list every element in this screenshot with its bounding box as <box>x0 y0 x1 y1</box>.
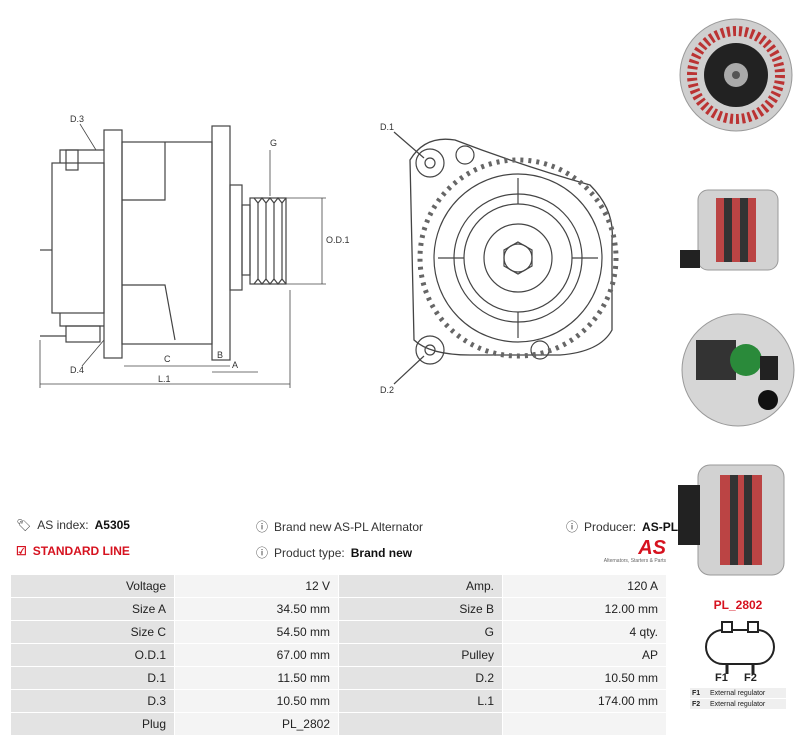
spec-value: 10.50 mm <box>174 689 339 713</box>
producer-value: AS-PL <box>642 519 679 534</box>
technical-drawing: D.3 D.4 G O.D.1 C B A L.1 D.1 D.2 <box>39 114 619 395</box>
legend-desc: External regulator <box>710 700 766 708</box>
check-icon: ☑ <box>16 544 27 558</box>
spec-label: Size A <box>10 597 175 621</box>
producer-info: ⓘ Producer: AS-PL <box>566 518 678 535</box>
plug-f1: F1 <box>715 672 728 684</box>
legend-key: F2 <box>692 700 701 708</box>
spec-value: 12 V <box>174 574 339 598</box>
spec-value: 10.50 mm <box>502 666 667 690</box>
brand-new-info: ⓘ Brand new AS-PL Alternator <box>256 518 423 535</box>
legend-desc: External regulator <box>710 689 766 697</box>
plug-f2: F2 <box>744 672 757 684</box>
spec-label: D.2 <box>338 666 503 690</box>
info-icon: ⓘ <box>566 520 579 534</box>
plug-legend-row: F1 External regulator <box>690 688 786 698</box>
as-index-label: AS index: <box>37 518 89 532</box>
spec-label: D.3 <box>10 689 175 713</box>
photo-rear-view <box>681 313 795 427</box>
spec-value: PL_2802 <box>174 712 339 736</box>
spec-label: Plug <box>10 712 175 736</box>
info-icon: ⓘ <box>256 546 269 560</box>
spec-value: 34.50 mm <box>174 597 339 621</box>
spec-label: O.D.1 <box>10 643 175 667</box>
spec-label: Pulley <box>338 643 503 667</box>
spec-label: Size C <box>10 620 175 644</box>
info-icon: ⓘ <box>256 520 269 534</box>
spec-label <box>338 712 503 736</box>
product-type-value: Brand new <box>350 545 413 560</box>
spec-value: 11.50 mm <box>174 666 339 690</box>
standard-line: ☑ STANDARD LINE <box>16 544 130 558</box>
photo-side-view <box>680 189 779 271</box>
brand-new-text: Brand new AS-PL Alternator <box>274 519 423 534</box>
spec-label: L.1 <box>338 689 503 713</box>
spec-value: 120 A <box>502 574 667 598</box>
plug-legend-row: F2 External regulator <box>690 699 786 709</box>
label-g: G <box>270 138 277 148</box>
label-d3: D.3 <box>70 114 84 124</box>
legend-key: F1 <box>692 689 701 697</box>
plug-diagram <box>705 621 775 674</box>
product-type-label: Product type: <box>274 545 345 560</box>
spec-value <box>502 712 667 736</box>
photo-front-view <box>679 18 793 132</box>
logo-text: AS <box>638 537 666 559</box>
as-logo: AS Alternators, Starters & Parts <box>586 538 666 564</box>
as-index-value: A5305 <box>94 518 130 532</box>
product-type-info: ⓘ Product type: Brand new <box>256 544 412 561</box>
label-d4: D.4 <box>70 365 84 375</box>
label-od1: O.D.1 <box>326 235 350 245</box>
spec-label: Voltage <box>10 574 175 598</box>
producer-label: Producer: <box>584 519 637 534</box>
plug-title: PL_2802 <box>713 598 763 612</box>
tag-icon: 🏷 <box>16 518 32 532</box>
spec-value: 12.00 mm <box>502 597 667 621</box>
spec-value: 67.00 mm <box>174 643 339 667</box>
spec-label: Amp. <box>338 574 503 598</box>
spec-value: 54.50 mm <box>174 620 339 644</box>
label-b: B <box>217 350 223 360</box>
label-d1: D.1 <box>380 122 394 132</box>
label-c: C <box>164 354 171 364</box>
spec-label: D.1 <box>10 666 175 690</box>
spec-label: Size B <box>338 597 503 621</box>
label-d2: D.2 <box>380 385 394 395</box>
as-index: 🏷 AS index: A5305 <box>16 518 130 532</box>
spec-label: G <box>338 620 503 644</box>
spec-value: 174.00 mm <box>502 689 667 713</box>
label-l1: L.1 <box>158 374 171 384</box>
standard-line-label: STANDARD LINE <box>32 544 130 558</box>
photo-angled-view <box>678 464 785 576</box>
spec-value: 4 qty. <box>502 620 667 644</box>
spec-value: AP <box>502 643 667 667</box>
logo-tagline: Alternators, Starters & Parts <box>603 558 666 564</box>
label-a: A <box>232 360 238 370</box>
